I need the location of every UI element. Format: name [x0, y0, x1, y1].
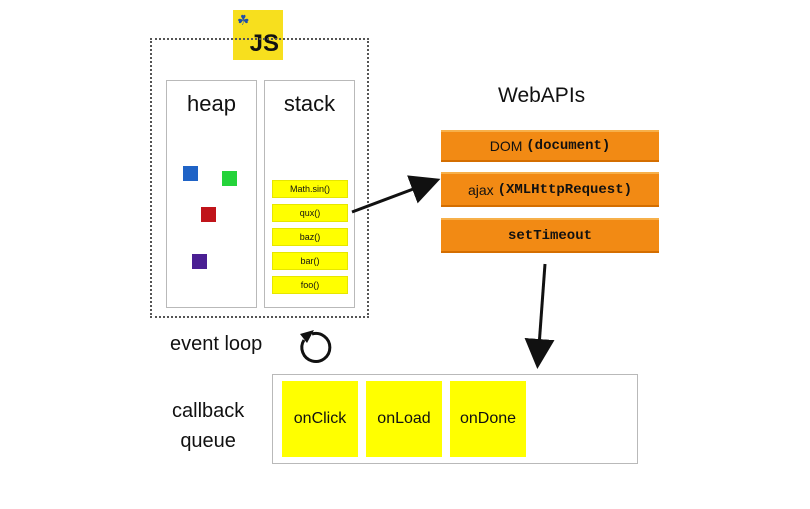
heap-panel: heap	[166, 80, 257, 308]
js-runtime-container	[150, 38, 369, 318]
stack-frame: foo()	[272, 276, 348, 294]
heap-title: heap	[187, 91, 236, 116]
stack-frame: baz()	[272, 228, 348, 246]
callback-queue-label-line1: callback	[172, 400, 245, 422]
callback-queue-label: callback queue	[172, 396, 244, 456]
event-loop-cycle-icon	[300, 330, 332, 363]
stack-to-webapis-arrow	[351, 175, 441, 214]
webapi-ajax-prefix: ajax	[468, 181, 498, 198]
heap-object-blue	[183, 166, 198, 181]
js-logo: ☘ JS	[233, 10, 283, 60]
event-loop-label: event loop	[170, 333, 263, 355]
callback-item: onClick	[282, 381, 358, 457]
heap-object-red	[201, 207, 216, 222]
callback-queue-label-line2: queue	[180, 430, 236, 452]
callback-item: onLoad	[366, 381, 442, 457]
webapi-dom-prefix: DOM	[489, 138, 527, 154]
webapi-dom-code: (document)	[526, 138, 611, 154]
webapi-settimeout-code: setTimeout	[507, 227, 592, 244]
stack-frame: bar()	[272, 252, 348, 270]
webapi-ajax-code: (XMLHttpRequest)	[497, 181, 632, 198]
logo-text: JS	[249, 30, 279, 57]
logo-mascot-icon: ☘	[237, 12, 250, 28]
webapi-settimeout: setTimeout	[441, 218, 659, 253]
callback-item: onDone	[450, 381, 526, 457]
stack-frame: Math.sin()	[272, 180, 348, 198]
heap-object-green	[222, 171, 237, 186]
webapis-title: WebAPIs	[498, 84, 586, 107]
webapi-ajax: ajax (XMLHttpRequest)	[441, 172, 659, 207]
stack-title: stack	[283, 91, 336, 116]
webapis-to-queue-arrow	[524, 263, 555, 369]
heap-object-purple	[192, 254, 207, 269]
stack-frame: qux()	[272, 204, 348, 222]
webapi-dom: DOM (document)	[441, 130, 659, 162]
